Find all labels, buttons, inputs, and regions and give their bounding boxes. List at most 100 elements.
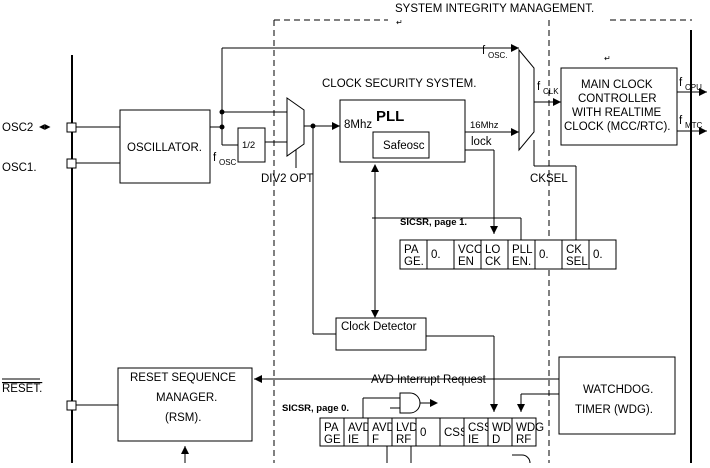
mcc-line1: MAIN CLOCK — [581, 79, 653, 91]
sicsr1-cell-6-top: CK — [566, 244, 582, 256]
sicsr0-cell-5-top: CSS — [444, 427, 468, 439]
pin-osc1 — [66, 158, 77, 169]
sicsr0-cell-4-top: 0 — [420, 427, 426, 439]
sicsr1-cell-0 — [399, 239, 428, 270]
fmtc-label: f — [679, 115, 683, 127]
sicsr0-cell-0-bottom: GE — [324, 434, 341, 446]
sicsr1-cell-6 — [561, 239, 590, 270]
clock-detector-block — [335, 317, 427, 351]
arrow-lock-icon — [490, 226, 498, 234]
sicsr0-cell-8-top: WDG — [516, 422, 544, 434]
fosc-label: f — [213, 152, 217, 164]
junction-2 — [219, 124, 225, 130]
fmtc-sub: MTC — [685, 121, 703, 130]
sicsr1-cell-3 — [480, 239, 509, 270]
mcc-line3: WITH REALTIME — [572, 107, 662, 119]
arrow-fosc-top-icon — [511, 44, 519, 52]
sicsr1-cell-1-top: 0. — [431, 249, 441, 261]
sicsr0-cell-3-top: LVD — [396, 422, 418, 434]
sicsr0-cell-1-top: AVD — [348, 422, 371, 434]
fcpu-sub: CPU — [685, 83, 702, 92]
rsm-block — [117, 367, 253, 442]
safeosc-block — [372, 131, 430, 159]
divider-label: 1/2 — [242, 140, 255, 151]
sicsr1-cell-4-top: PLL — [512, 244, 533, 256]
rsm-line2: MANAGER. — [156, 392, 217, 404]
pll-title: PLL — [376, 108, 404, 125]
fosc-sub: OSC — [219, 158, 237, 167]
oscillator-block — [119, 109, 211, 184]
mcc-line4: CLOCK (MCC/RTC). — [564, 121, 670, 133]
sicsr0-cell-2-bottom: F — [372, 434, 379, 446]
sicsr0-cell-8-bottom: RF — [516, 434, 531, 446]
mcc-mark: ↵ — [604, 54, 611, 63]
div2-opt-label: DIV2 OPT — [261, 173, 313, 185]
pll-lock-label: lock — [471, 136, 492, 148]
fosc-top-label: f — [482, 45, 486, 57]
clock-detector-label: Clock Detector — [341, 321, 417, 333]
sicsr1-cell-2 — [453, 239, 482, 270]
sim-title-mark: ↵ — [396, 18, 403, 27]
mcc-line2: CONTROLLER — [578, 93, 657, 105]
pin-osc2 — [66, 122, 77, 133]
sicsr0-cell-1 — [343, 417, 369, 447]
sicsr0-cell-0-top: PA — [324, 422, 339, 434]
arrow-rsm-in-icon — [181, 446, 189, 454]
sicsr1-cell-0-top: PA — [404, 244, 419, 256]
arrow-to-pll-icon — [332, 122, 340, 130]
sicsr0-title: SICSR, page 0. — [282, 403, 349, 414]
sicsr1-cell-3-top: LO — [485, 244, 500, 256]
arrow-down-icon — [371, 310, 379, 318]
sicsr0-cell-3-bottom: RF — [396, 434, 411, 446]
sicsr0-cell-7 — [487, 417, 513, 447]
divider-block — [237, 127, 266, 163]
sicsr1-cell-4 — [507, 239, 536, 270]
pin-osc2-arrow-icon: ◂▸ — [39, 121, 51, 133]
fclk-sub: CLK — [543, 87, 559, 96]
sicsr1-title: SICSR, page 1. — [400, 217, 467, 228]
rsm-line1: RESET SEQUENCE — [130, 372, 236, 384]
div2-mux — [286, 97, 305, 157]
arrow-fmtc-icon — [699, 127, 707, 135]
sicsr1-cell-5 — [534, 239, 563, 270]
fosc-top-sub: OSC. — [488, 51, 508, 60]
pin-osc2-label: OSC2 — [2, 122, 33, 134]
sicsr1-cell-2-bottom: EN — [458, 256, 474, 268]
pll-input-label: 8Mhz — [344, 119, 372, 131]
arrow-up-icon — [371, 164, 379, 172]
sicsr1-cell-0-bottom: GE. — [404, 256, 424, 268]
clock-mux — [518, 48, 535, 152]
pin-osc1-label: OSC1. — [2, 162, 37, 174]
sicsr0-cell-3 — [391, 417, 417, 447]
sicsr0-cell-0 — [319, 417, 345, 447]
sicsr1-cell-6-bottom: SEL. — [566, 256, 591, 268]
sicsr1-cell-5-top: 0. — [539, 249, 549, 261]
sicsr1-cell-1 — [426, 239, 455, 270]
arrow-avd-icon — [254, 375, 262, 383]
css-title: CLOCK SECURITY SYSTEM. — [322, 78, 476, 90]
sim-title: SYSTEM INTEGRITY MANAGEMENT. — [395, 3, 594, 15]
pin-reset — [66, 400, 77, 411]
oscillator-label: OSCILLATOR. — [127, 142, 202, 154]
sicsr1-cell-2-top: VCO — [458, 244, 483, 256]
sicsr1-cell-4-bottom: EN. — [512, 256, 531, 268]
sicsr0-cell-6 — [463, 417, 489, 447]
arrow-pll-out-icon — [511, 128, 519, 136]
sicsr0-cell-7-bottom: D — [492, 434, 500, 446]
watchdog-block — [558, 356, 676, 435]
or-gate-icon — [512, 454, 531, 464]
sicsr1-cell-3-bottom: CK — [485, 256, 501, 268]
sicsr0-cell-1-bottom: IE — [348, 434, 359, 446]
arrow-fcpu-icon — [699, 88, 707, 96]
safeosc-label: Safeosc — [383, 140, 425, 152]
sicsr1-cell-7-top: 0. — [593, 249, 603, 261]
fclk-label: f — [537, 81, 541, 93]
fcpu-label: f — [679, 77, 683, 89]
watchdog-line1: WATCHDOG. — [583, 384, 653, 396]
arrow-wdg-icon — [517, 404, 525, 412]
arrow-detector-icon — [490, 404, 498, 412]
